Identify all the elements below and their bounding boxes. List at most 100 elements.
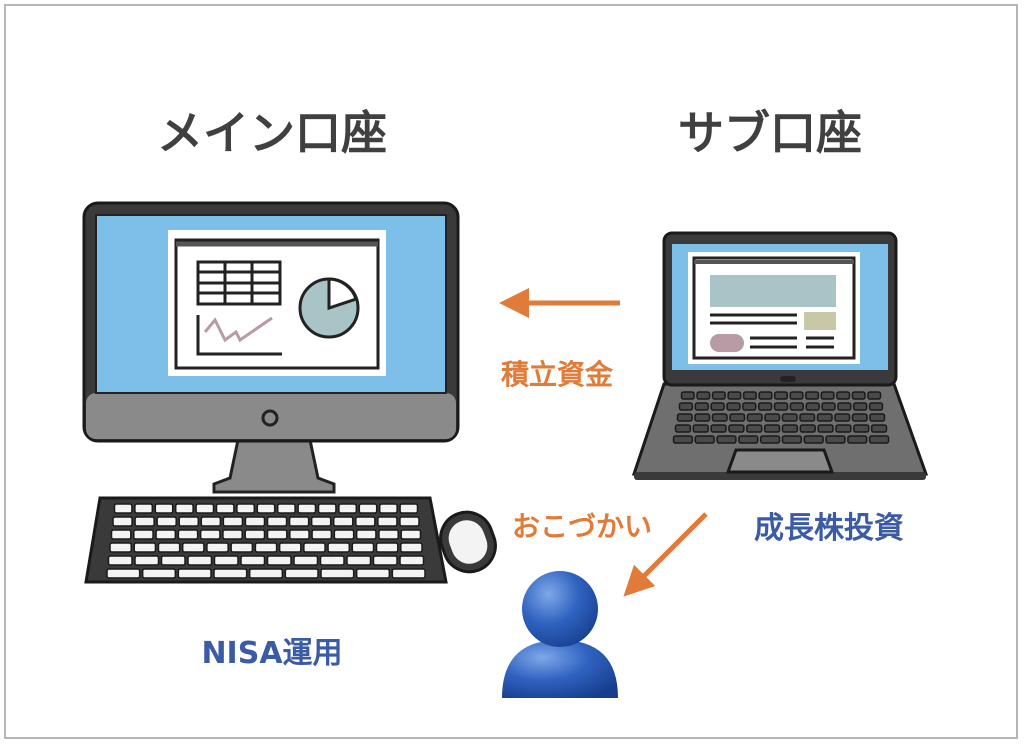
key <box>351 542 375 553</box>
key <box>154 503 174 514</box>
key <box>820 391 835 400</box>
key <box>332 516 354 527</box>
key <box>110 529 132 540</box>
key <box>327 542 351 553</box>
key <box>206 542 229 553</box>
key <box>837 402 852 411</box>
key <box>711 391 726 400</box>
key <box>230 542 254 553</box>
key <box>284 568 319 579</box>
line-chart-icon <box>196 315 282 356</box>
key <box>107 555 133 566</box>
laptop-icon <box>631 231 929 480</box>
key <box>710 424 727 433</box>
key <box>288 516 310 527</box>
key <box>303 542 326 553</box>
key <box>134 503 154 514</box>
sub-account-title: サブ口座 <box>678 106 862 160</box>
key <box>817 424 834 433</box>
key <box>836 391 851 400</box>
key <box>835 424 852 433</box>
key <box>727 391 742 400</box>
key <box>399 516 420 527</box>
key <box>141 568 177 579</box>
key <box>870 424 888 433</box>
key <box>134 555 160 566</box>
key <box>869 413 886 422</box>
key <box>746 413 763 422</box>
key <box>773 402 789 411</box>
key <box>694 413 711 422</box>
key <box>355 529 377 540</box>
key <box>853 402 868 411</box>
key <box>222 529 243 540</box>
key <box>133 529 154 540</box>
key <box>378 529 399 540</box>
key <box>372 555 398 566</box>
key <box>851 391 866 400</box>
key <box>240 555 266 566</box>
key <box>399 555 425 566</box>
key <box>355 516 376 527</box>
key <box>174 503 194 514</box>
key <box>213 568 248 579</box>
key <box>319 555 345 566</box>
key <box>177 529 199 540</box>
key <box>726 402 741 411</box>
key <box>377 516 398 527</box>
key <box>355 568 391 579</box>
key <box>378 503 398 514</box>
key <box>853 424 870 433</box>
key <box>674 424 692 433</box>
key <box>311 529 333 540</box>
table-icon <box>196 260 282 306</box>
key <box>236 503 256 514</box>
key <box>729 413 746 422</box>
key <box>696 391 711 400</box>
key <box>803 435 824 444</box>
key <box>868 402 884 411</box>
key <box>375 542 399 553</box>
key <box>825 435 846 444</box>
key <box>781 435 803 444</box>
key <box>289 529 310 540</box>
key <box>317 503 337 514</box>
key <box>816 413 833 422</box>
key <box>716 435 737 444</box>
key <box>109 542 132 553</box>
key <box>680 391 695 400</box>
key <box>358 503 378 514</box>
key <box>694 402 709 411</box>
key <box>276 503 296 514</box>
key <box>672 435 694 444</box>
key <box>746 424 763 433</box>
growth-investment-label: 成長株投資 <box>754 511 904 546</box>
transfer-label: 積立資金 <box>500 358 614 391</box>
mouse-icon <box>439 510 497 574</box>
key <box>177 568 212 579</box>
key <box>781 413 798 422</box>
key <box>248 568 284 579</box>
key <box>346 555 372 566</box>
key <box>711 413 728 422</box>
key <box>297 503 317 514</box>
main-account-title: メイン口座 <box>157 106 387 160</box>
key <box>400 542 423 553</box>
key <box>805 402 820 411</box>
key <box>694 435 715 444</box>
key <box>338 503 358 514</box>
key <box>195 503 215 514</box>
key <box>710 402 725 411</box>
key <box>254 542 278 553</box>
key <box>789 391 804 400</box>
key <box>106 568 141 579</box>
key <box>333 529 355 540</box>
key <box>821 402 836 411</box>
key <box>244 516 266 527</box>
key <box>293 555 319 566</box>
key <box>112 516 133 527</box>
key <box>742 391 757 400</box>
key <box>155 529 177 540</box>
